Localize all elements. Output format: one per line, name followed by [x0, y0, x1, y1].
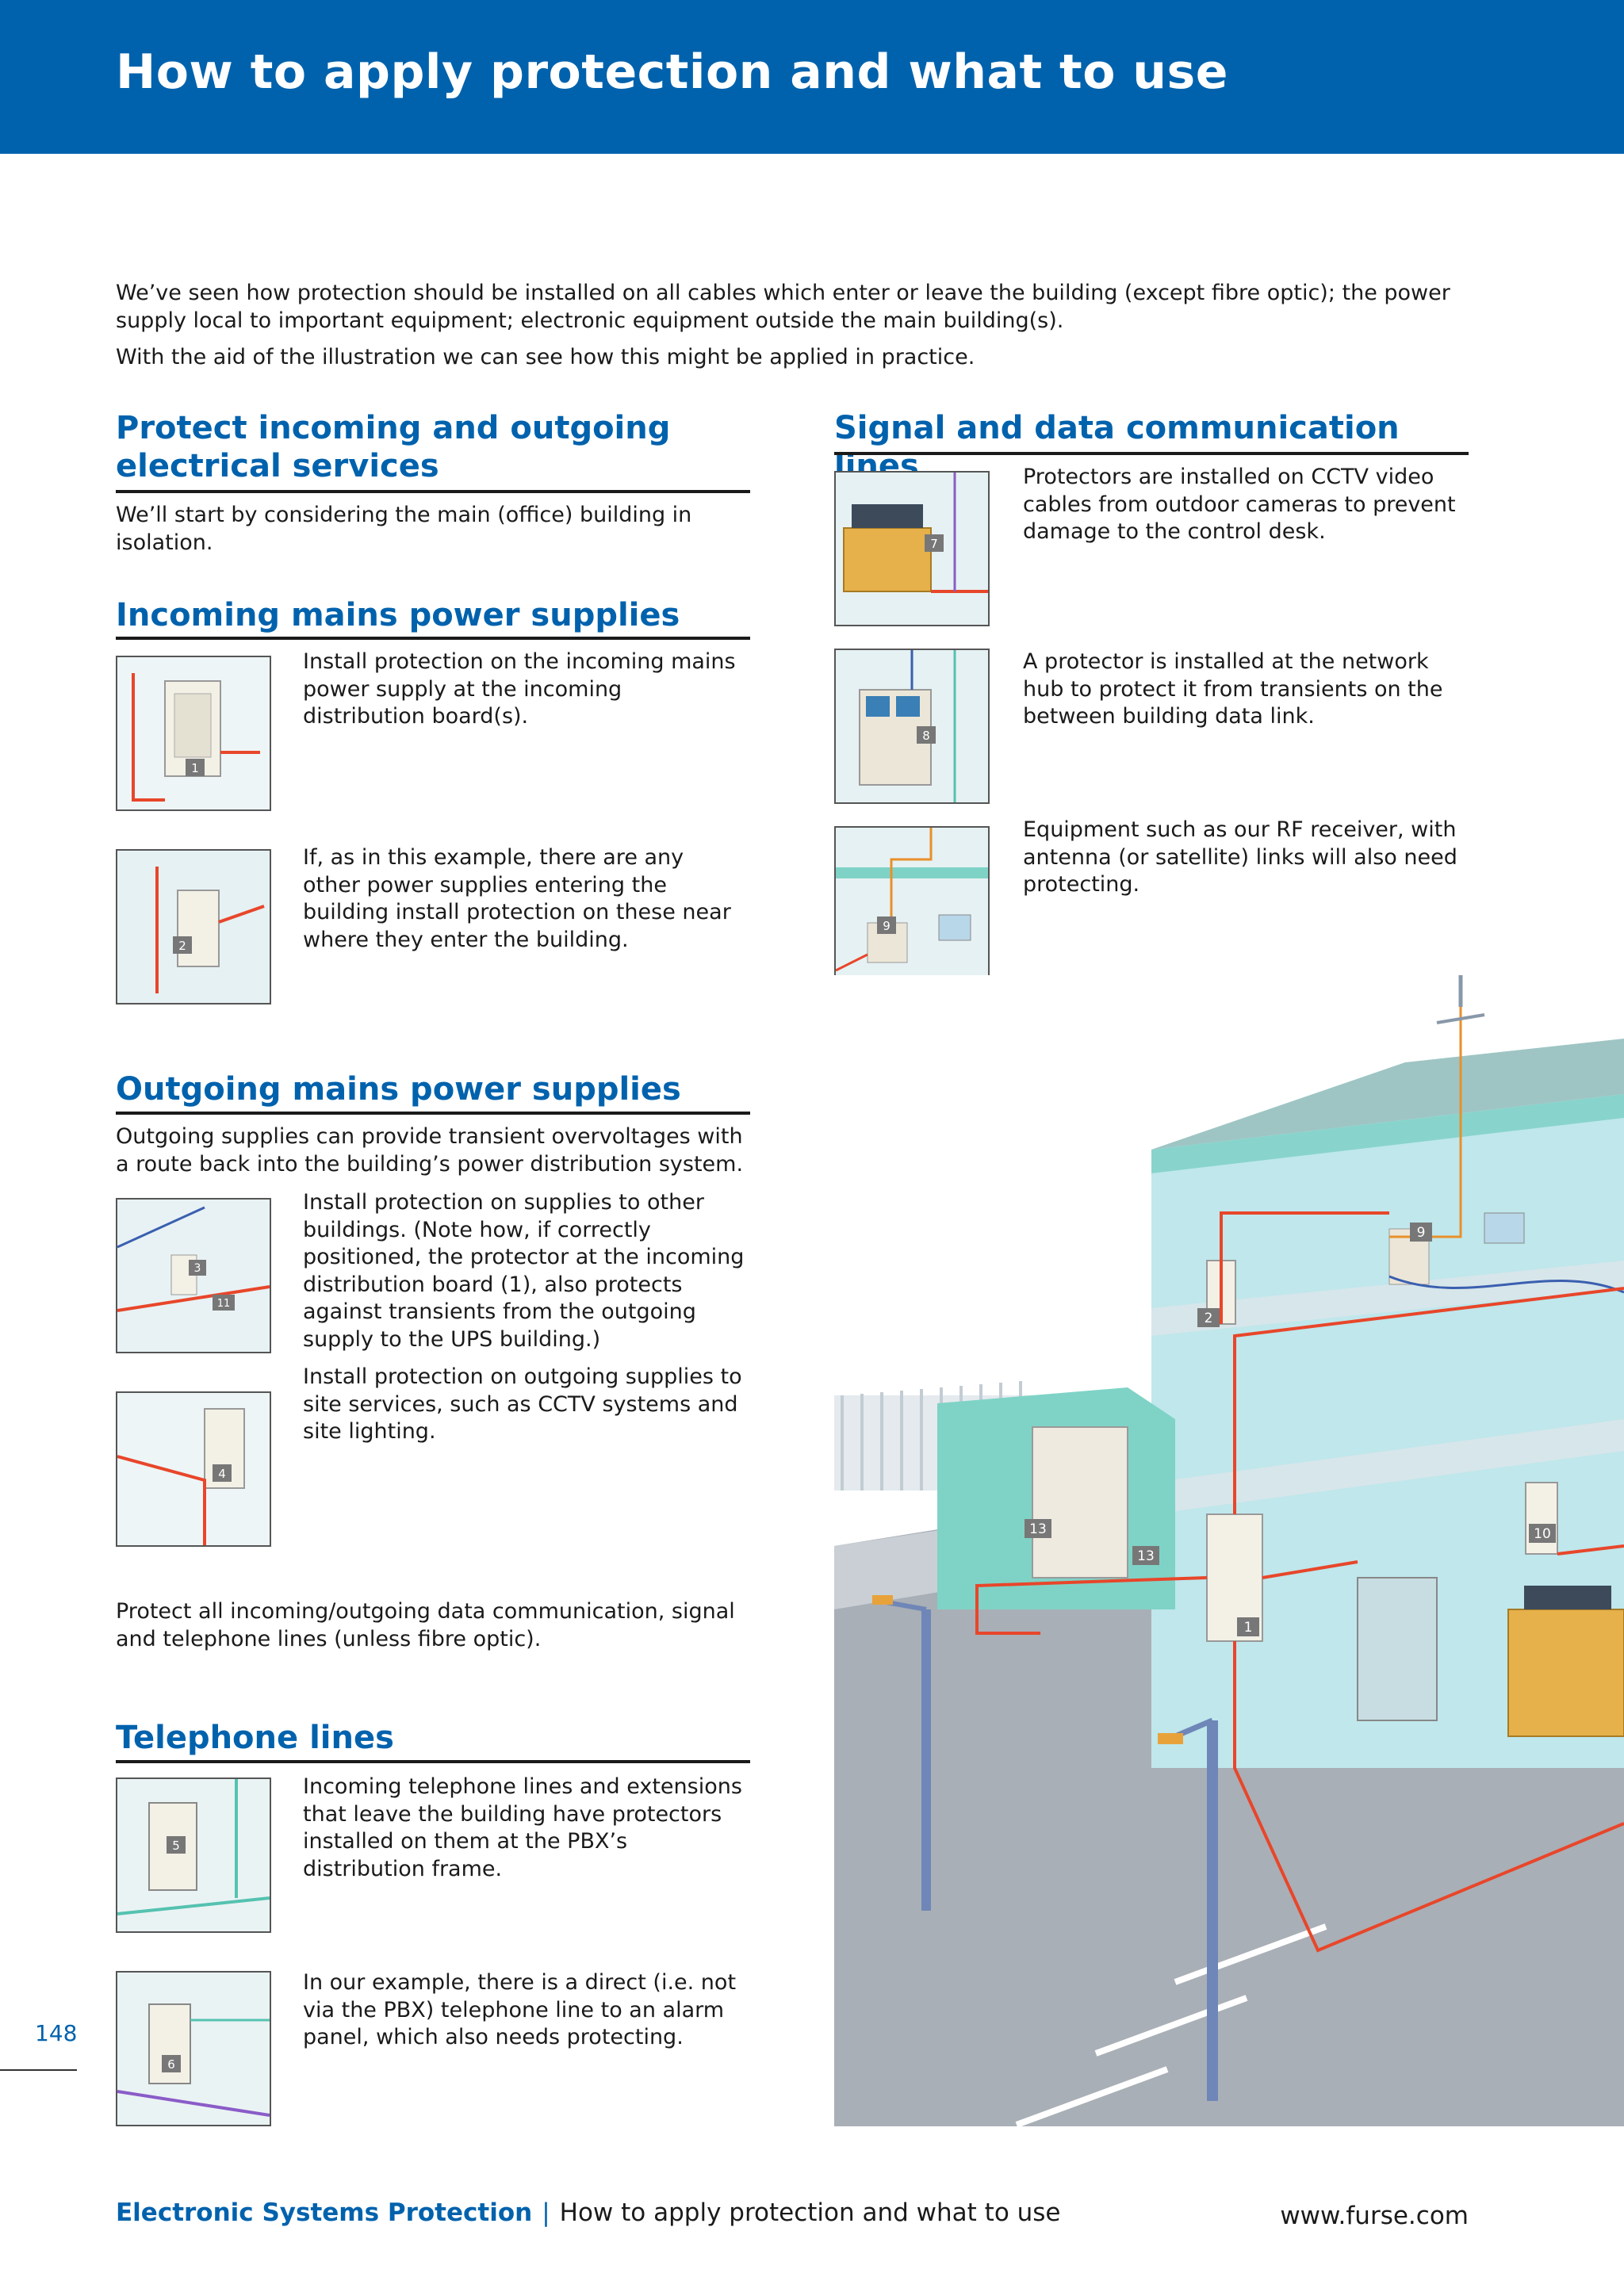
- footer-url[interactable]: www.furse.com: [1280, 2202, 1469, 2230]
- thumb-outgoing-protector-4: 4: [116, 1391, 271, 1547]
- incoming-text-2: If, as in this example, there are any ot…: [303, 845, 731, 952]
- thumb-label: 2: [178, 939, 186, 953]
- thumb-label: 4: [218, 1467, 226, 1481]
- heading-rule: [834, 452, 1469, 455]
- thumb-label: 7: [930, 537, 938, 551]
- thumb-label: 5: [172, 1839, 180, 1853]
- heading-telephone-lines: Telephone lines: [116, 1720, 394, 1756]
- thumb-telephone-protector-5: 5: [116, 1777, 271, 1933]
- heading-rule: [116, 1112, 750, 1115]
- telephone-text-1: Incoming telephone lines and extensions …: [303, 1774, 742, 1881]
- outgoing-text-1: Install protection on supplies to other …: [303, 1190, 745, 1352]
- heading-incoming-mains: Incoming mains power supplies: [116, 597, 680, 633]
- thumb-label: 1: [191, 761, 199, 775]
- protect-text: We’ll start by considering the main (off…: [116, 503, 692, 555]
- thumb-cctv-protector-7: 7: [834, 471, 990, 626]
- page-number-rule: [0, 2069, 77, 2071]
- intro: We’ve seen how protection should be inst…: [116, 279, 1477, 380]
- page-header: How to apply protection and what to use: [0, 0, 1624, 154]
- heading-rule: [116, 1760, 750, 1763]
- thumb-distribution-board-1: 1: [116, 656, 271, 811]
- thumb-network-hub-protector-8: 8: [834, 649, 990, 804]
- footer-section: How to apply protection and what to use: [559, 2198, 1061, 2227]
- footer-separator: |: [542, 2198, 550, 2227]
- signal-text-2: A protector is installed at the network …: [1023, 649, 1443, 729]
- thumb-distribution-board-2: 2: [116, 849, 271, 1004]
- thumb-outgoing-protector-3: 3 11: [116, 1198, 271, 1353]
- heading-outgoing-mains: Outgoing mains power supplies: [116, 1071, 681, 1108]
- page-number: 148: [35, 2020, 78, 2046]
- footer-brand: Electronic Systems Protection: [116, 2198, 533, 2227]
- thumb-rf-receiver-protector-9: 9: [834, 826, 990, 982]
- thumb-label: 3: [194, 1262, 201, 1275]
- incoming-text-1: Install protection on the incoming mains…: [303, 649, 736, 729]
- signal-text-3: Equipment such as our RF receiver, with …: [1023, 817, 1457, 897]
- thumb-label: 9: [883, 919, 891, 933]
- heading-rule: [116, 490, 750, 493]
- heading-protect-services: Protect incoming and outgoing electrical…: [116, 410, 671, 484]
- signal-text-1: Protectors are installed on CCTV video c…: [1023, 465, 1456, 544]
- thumb-label: 11: [217, 1298, 231, 1310]
- heading-rule: [116, 637, 750, 640]
- footer: Electronic Systems Protection | How to app…: [116, 2198, 1061, 2227]
- intro-paragraph: With the aid of the illustration we can …: [116, 345, 975, 369]
- data-note: Protect all incoming/outgoing data commu…: [116, 1599, 735, 1651]
- illustration-label: 2: [1205, 1311, 1213, 1326]
- thumb-label: 8: [922, 729, 930, 743]
- outgoing-intro: Outgoing supplies can provide transient …: [116, 1124, 744, 1177]
- illustration-label: 1: [1244, 1620, 1253, 1636]
- telephone-text-2: In our example, there is a direct (i.e. …: [303, 1970, 737, 2049]
- illustration-label: 10: [1534, 1526, 1551, 1542]
- illustration-label: 13: [1137, 1548, 1155, 1564]
- page-title: How to apply protection and what to use: [116, 44, 1228, 100]
- intro-paragraph: We’ve seen how protection should be inst…: [116, 281, 1450, 333]
- illustration-label: 13: [1029, 1521, 1047, 1537]
- thumb-telephone-protector-6: 6: [116, 1971, 271, 2126]
- building-illustration: 1 2 9 10 13 13: [834, 975, 1624, 2128]
- thumb-label: 6: [167, 2057, 175, 2072]
- outgoing-text-2: Install protection on outgoing supplies …: [303, 1364, 742, 1444]
- illustration-label: 9: [1417, 1225, 1426, 1241]
